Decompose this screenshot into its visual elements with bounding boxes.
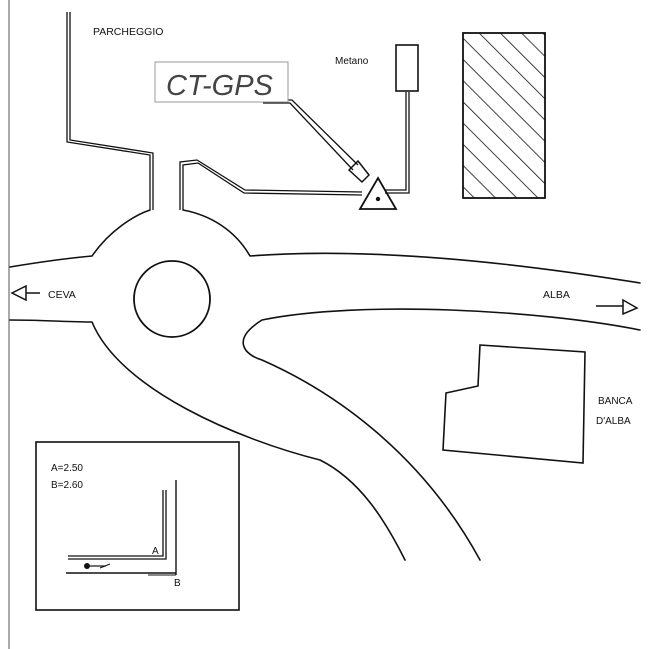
callout-pointer — [263, 99, 371, 184]
inset-b-value: B=2.60 — [51, 480, 83, 491]
inset-b-marker: B — [174, 578, 181, 589]
metano-label: Metano — [335, 56, 369, 67]
banca-label-line1: BANCA — [598, 396, 633, 407]
hatched-building — [462, 32, 546, 199]
roundabout-outer-bottom — [9, 319, 406, 561]
banca-building — [442, 344, 586, 464]
banca-label-line2: D'ALBA — [596, 416, 631, 427]
arrow-right-icon — [596, 298, 639, 316]
parcheggio-label: PARCHEGGIO — [93, 26, 163, 38]
gps-station-triangle-icon — [358, 176, 398, 210]
roundabout-outer-top — [9, 209, 641, 284]
ct-gps-label: CT-GPS — [166, 70, 274, 102]
parcheggio-wall — [66, 12, 154, 210]
service-road-wall — [179, 159, 363, 210]
alba-label: ALBA — [543, 289, 570, 301]
ct-gps-callout-box — [154, 61, 289, 103]
inset-a-marker: A — [152, 546, 159, 557]
inset-a-value: A=2.50 — [51, 463, 83, 474]
ceva-label: CEVA — [48, 289, 76, 301]
roundabout-island — [133, 260, 211, 338]
metano-pump — [395, 44, 419, 92]
arrow-left-icon — [10, 284, 40, 302]
inset-detail: A=2.50 B=2.60 A B — [35, 441, 240, 611]
alba-road-lower — [242, 308, 641, 561]
metano-pipe — [385, 92, 410, 194]
